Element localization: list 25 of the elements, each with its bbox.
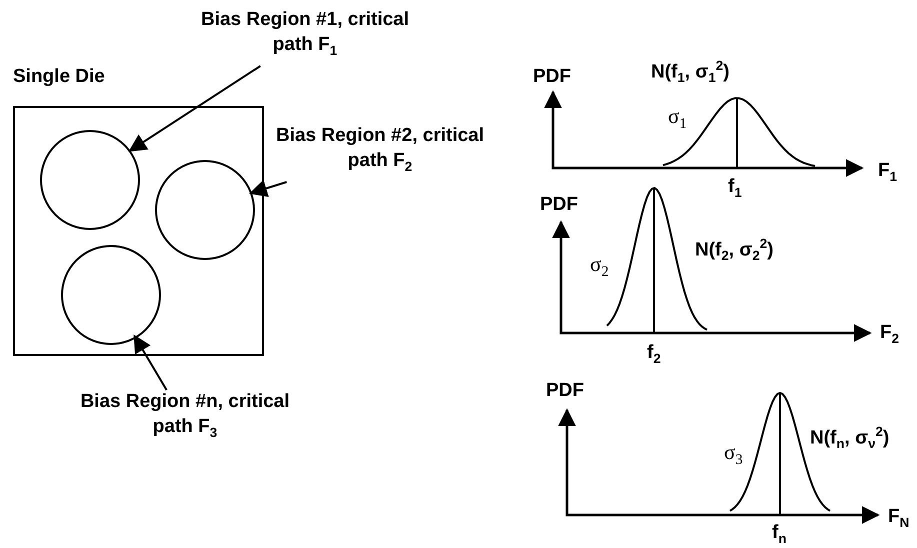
axis-label: F$_{N}$	[888, 506, 910, 530]
mean-label: f$_{2}$	[647, 342, 661, 366]
region-label: Bias Region #2, critical path F$_{2}$	[262, 124, 498, 182]
sigma-label: σ$_{3}$	[724, 440, 743, 470]
sigma-label: σ$_{1}$	[668, 104, 687, 134]
axis-label: F$_{2}$	[880, 322, 900, 346]
axis-label: PDF	[546, 380, 584, 402]
mean-label: f$_{1}$	[728, 176, 742, 200]
region-label: Bias Region #n, critical path F$_{3}$	[70, 390, 300, 452]
axis-label: PDF	[533, 66, 571, 88]
sigma-label: σ$_{2}$	[590, 252, 609, 282]
leader-arrow	[128, 65, 261, 152]
leader-arrow	[134, 334, 168, 391]
axis-label: F$_{1}$	[878, 160, 898, 184]
mean-label: f$_{n}$	[772, 522, 786, 546]
distribution-label: N(f$_{1}$, σ$_{1}$$^{2}$)	[651, 58, 730, 86]
die-label: Single Die	[13, 66, 105, 88]
region-label: Bias Region #1, critical path F$_{1}$	[190, 8, 420, 66]
region-circle	[40, 130, 140, 230]
distribution-label: N(f$_{2}$, σ$_{2}$$^{2}$)	[695, 236, 774, 264]
leader-arrow	[249, 180, 287, 197]
axis-label: PDF	[540, 194, 578, 216]
region-circle	[61, 245, 161, 345]
distribution-label: N(f$_{n}$, σ$_{ν}$$^{2}$)	[810, 424, 890, 452]
region-circle	[155, 160, 255, 260]
